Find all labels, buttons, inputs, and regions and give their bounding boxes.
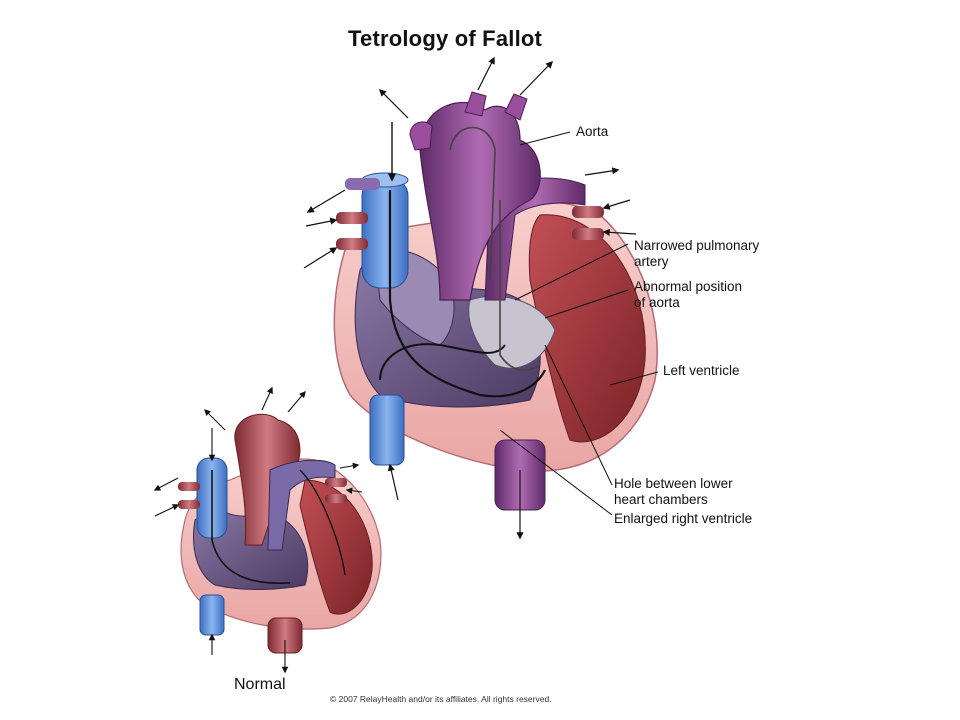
label-line: Hole between lower (614, 476, 733, 491)
label-enlarged-right-ventricle: Enlarged right ventricle (614, 511, 753, 526)
diagram-title: Tetrology of Fallot (348, 26, 543, 51)
normal-flow-arrow (345, 487, 363, 494)
label-left-ventricle: Left ventricle (663, 363, 740, 378)
leader-left-ventricle (609, 371, 659, 386)
normal-flow-arrow (339, 462, 360, 470)
leader-right-ventricle (499, 429, 613, 516)
aortic-branch (504, 93, 528, 121)
label-line: artery (634, 254, 669, 269)
normal-flow-arrow (154, 504, 180, 517)
normal-pulmonary-vein (178, 482, 200, 491)
pulmonary-branch (345, 178, 380, 190)
inferior-vena-cava (369, 394, 405, 466)
normal-flow-line (299, 469, 346, 576)
flow-line (449, 126, 496, 281)
normal-left-ventricle (299, 479, 373, 615)
flow-line (388, 190, 546, 398)
flow-arrow (378, 88, 409, 119)
normal-flow-arrow (153, 477, 179, 491)
tetralogy-heart (303, 56, 659, 540)
leader-hole (544, 344, 613, 486)
normal-flow-arrow (287, 390, 306, 413)
pulmonary-vein (336, 238, 368, 250)
pulmonary-vein (572, 206, 604, 218)
label-line: heart chambers (614, 492, 708, 507)
label-line: Abnormal position (634, 279, 743, 294)
septum (468, 295, 556, 369)
pulmonary-vein (572, 228, 604, 240)
aortic-branch (409, 121, 433, 151)
leader-pulmonary (514, 243, 629, 301)
normal-flow-line (211, 470, 291, 585)
aortic-branch (464, 91, 487, 117)
normal-pulmonary-vein (178, 500, 200, 509)
leader-aorta (519, 131, 571, 146)
pulmonary-vein (336, 212, 368, 224)
flow-arrow (387, 463, 399, 501)
flow-arrow (305, 217, 338, 227)
flow-arrow (602, 199, 631, 210)
flow-arrow (584, 167, 620, 176)
leader-abnormal-aorta (544, 289, 629, 319)
superior-vena-cava (361, 177, 409, 289)
label-aorta: Aorta (576, 124, 609, 139)
flow-arrow (306, 189, 346, 213)
label-hole-between-lower-heart-chambers: Hole between lower heart chambers (614, 476, 733, 508)
label-line: Narrowed pulmonary (634, 238, 760, 253)
normal-flow-arrow (204, 409, 226, 431)
label-line: of aorta (634, 295, 680, 310)
copyright-notice: © 2007 RelayHealth and/or its affiliates… (330, 694, 552, 704)
flow-arrow (602, 228, 637, 236)
flow-line (499, 200, 541, 371)
flow-arrow (477, 56, 495, 91)
normal-pulmonary-artery (267, 459, 336, 551)
normal-inferior-vena-cava (199, 594, 225, 636)
label-normal: Normal (234, 676, 286, 693)
label-abnormal-position-of-aorta: Abnormal position of aorta (634, 279, 742, 311)
label-narrowed-pulmonary-artery: Narrowed pulmonary artery (634, 238, 759, 270)
flow-arrow (303, 247, 338, 269)
flow-line (379, 343, 506, 381)
normal-heart (153, 386, 382, 674)
flow-arrow (519, 60, 554, 96)
left-ventricle-muscle (528, 214, 646, 443)
normal-flow-arrow (261, 386, 273, 411)
normal-pulmonary-vein (325, 478, 347, 487)
normal-pulmonary-vein (325, 494, 347, 503)
